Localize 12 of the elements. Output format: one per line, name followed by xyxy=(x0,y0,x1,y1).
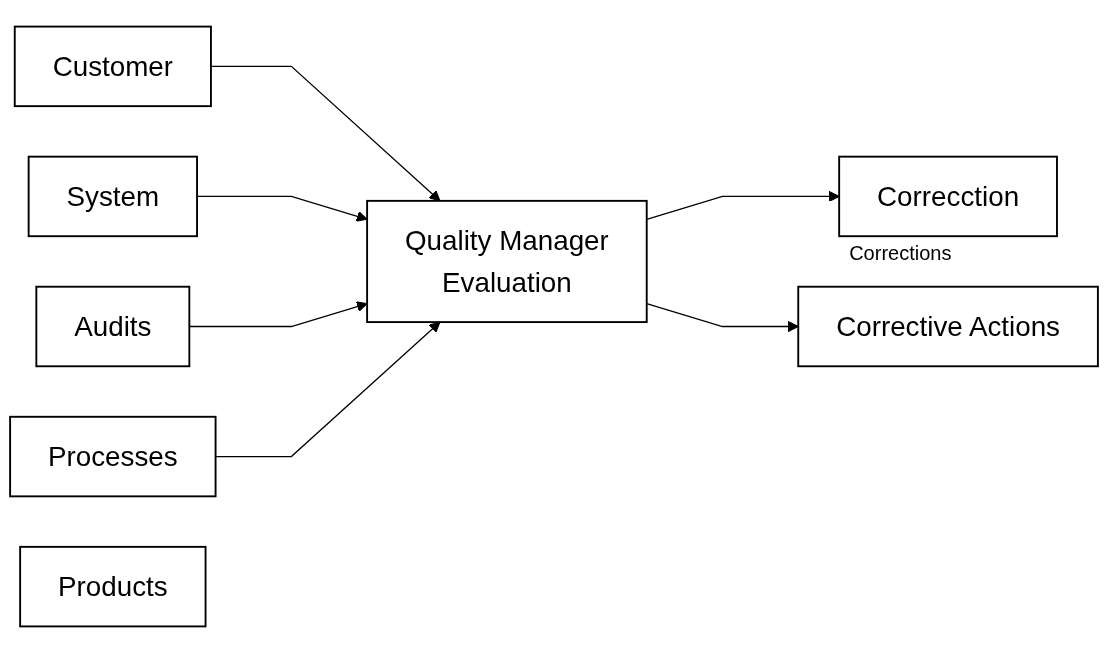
node-caption: Corrections xyxy=(849,242,952,266)
node-box: Products xyxy=(19,545,207,628)
node-box: Corrective Actions xyxy=(797,285,1099,368)
arrow xyxy=(646,303,799,333)
node-box: Customer xyxy=(13,25,212,108)
node-box: Audits xyxy=(35,285,191,368)
arrow xyxy=(210,65,441,202)
node-box: Quality Manager Evaluation xyxy=(366,199,648,324)
arrow xyxy=(646,190,840,220)
node-box: System xyxy=(27,155,198,238)
node-box: Correcction xyxy=(838,155,1058,238)
node-box: Processes xyxy=(9,415,217,498)
